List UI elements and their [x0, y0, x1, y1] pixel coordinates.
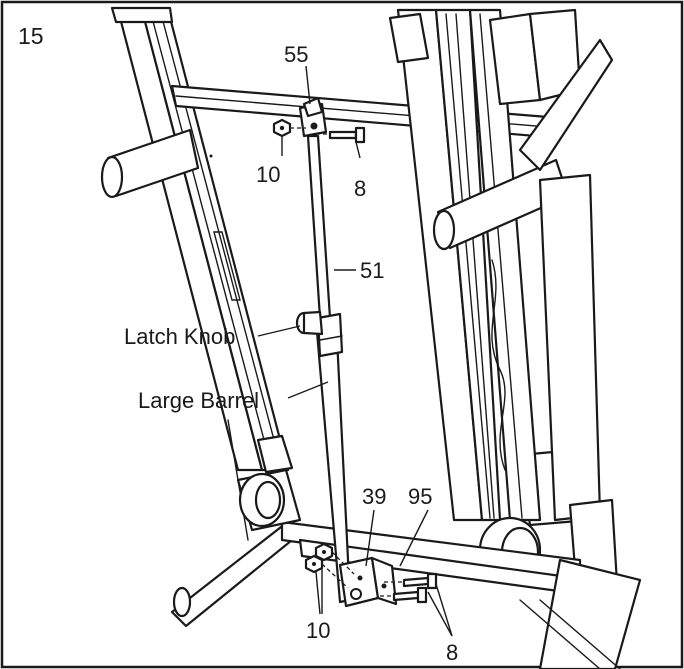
- callout-39: 39: [362, 484, 386, 509]
- callout-large-barrel: Large Barrel: [138, 388, 259, 413]
- callout-latch-knob: Latch Knob: [124, 324, 235, 349]
- callout-8-bottom: 8: [446, 640, 458, 665]
- callout-51: 51: [360, 258, 384, 283]
- callout-10-top: 10: [256, 162, 280, 187]
- bracket-55: [300, 98, 326, 136]
- callout-8-top: 8: [354, 176, 366, 201]
- callout-55: 55: [284, 42, 308, 67]
- callout-10-bottom: 10: [306, 618, 330, 643]
- callout-95: 95: [408, 484, 432, 509]
- step-number: 15: [18, 23, 44, 49]
